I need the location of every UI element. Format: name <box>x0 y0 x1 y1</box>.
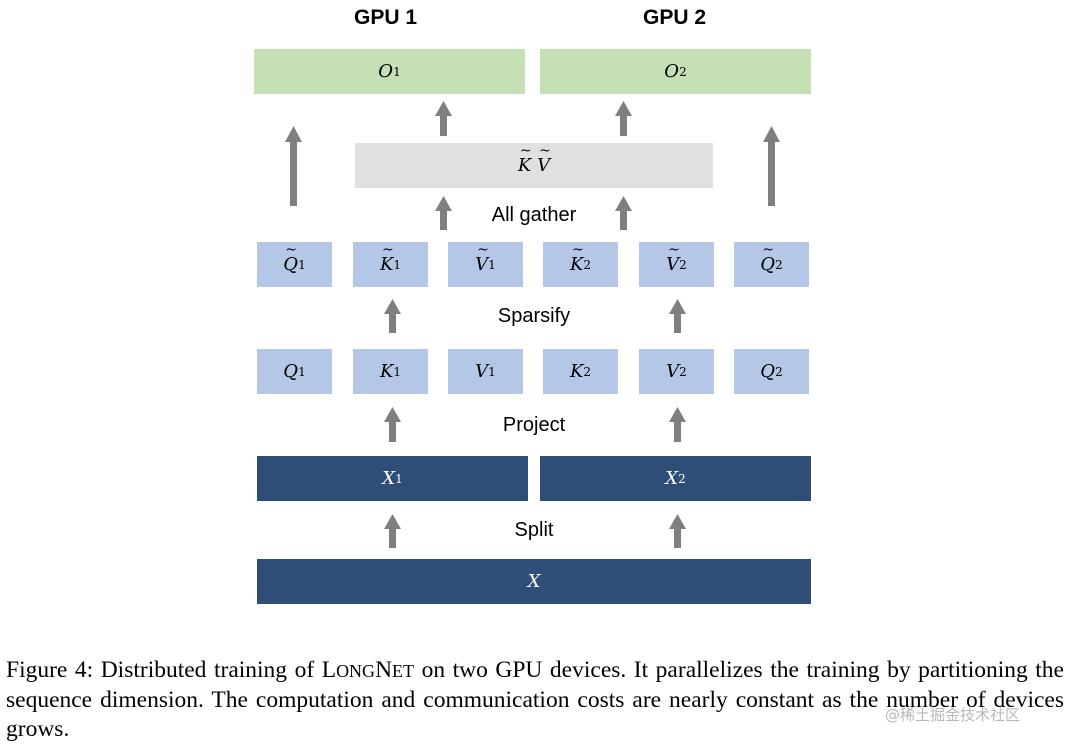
proj-k2-var: K <box>569 361 584 382</box>
gpu1-title: GPU 1 <box>354 6 418 29</box>
split-label: Split <box>514 519 554 541</box>
sparse-v2-var: V <box>666 242 680 275</box>
arrow-gather-to-o2 <box>615 101 632 136</box>
sparse-q1-var: Q <box>283 242 298 275</box>
proj-k1-var: K <box>379 361 394 382</box>
gathered-k: K <box>518 143 532 176</box>
proj-k1-sub: 1 <box>393 364 402 379</box>
split-x2-sub: 2 <box>678 471 686 486</box>
all-gather-label: All gather <box>491 204 577 226</box>
proj-v1-var: V <box>475 361 489 382</box>
proj-v2-var: V <box>666 361 680 382</box>
arrow-all-gather-right <box>615 196 632 230</box>
sparse-k1-box: K1 <box>353 242 428 287</box>
project-label: Project <box>502 414 566 436</box>
arrow-sparsify-left <box>384 299 401 333</box>
proj-q1-var: Q <box>283 361 299 382</box>
caption-model-name: LONGNET <box>321 657 415 683</box>
gathered-v: V <box>537 143 551 176</box>
proj-v1-sub: 1 <box>488 364 496 379</box>
proj-k2-sub: 2 <box>583 364 592 379</box>
proj-v2-sub: 2 <box>679 364 687 379</box>
proj-q2-var: Q <box>760 361 776 382</box>
sparse-v2-box: V2 <box>639 242 714 287</box>
gpu2-title: GPU 2 <box>643 6 707 29</box>
arrow-q2-to-o2 <box>763 126 780 206</box>
split-x1-sub: 1 <box>395 471 403 486</box>
sparse-v2-sub: 2 <box>679 257 687 272</box>
sparse-v1-sub: 1 <box>488 257 496 272</box>
sparse-k2-sub: 2 <box>583 257 592 272</box>
sparse-v1-var: V <box>475 242 489 275</box>
sparsify-label: Sparsify <box>497 305 571 327</box>
output-o1-sub: 1 <box>393 64 401 79</box>
split-x2-var: X <box>665 468 679 489</box>
input-x-var: X <box>527 571 541 592</box>
arrow-project-left <box>384 407 401 442</box>
input-x-box: X <box>257 559 811 604</box>
sparse-q2-box: Q2 <box>734 242 809 287</box>
gathered-kv-box: K V <box>355 143 713 188</box>
sparse-q1-box: Q1 <box>257 242 332 287</box>
arrow-split-left <box>384 514 401 548</box>
sparse-q1-sub: 1 <box>298 257 306 272</box>
split-x1-var: X <box>382 468 396 489</box>
arrow-q1-to-o1 <box>285 126 302 206</box>
caption-suffix: on two GPU devices. It parallelizes the … <box>6 657 1064 742</box>
sparse-k1-sub: 1 <box>393 257 402 272</box>
output-o2-var: O <box>664 61 680 82</box>
sparse-k2-box: K2 <box>543 242 618 287</box>
output-o1-var: O <box>378 61 394 82</box>
caption-prefix: Figure 4: Distributed training of <box>6 657 322 683</box>
sparse-v1-box: V1 <box>448 242 523 287</box>
proj-q1-sub: 1 <box>298 364 306 379</box>
arrow-split-right <box>669 514 686 548</box>
watermark: @稀土掘金技术社区 <box>885 706 1021 724</box>
arrow-all-gather-left <box>435 196 452 230</box>
arrow-project-right <box>669 407 686 442</box>
output-o2-sub: 2 <box>679 64 687 79</box>
sparse-k2-var: K <box>570 242 584 275</box>
figure-caption: Figure 4: Distributed training of LONGNE… <box>6 656 1064 744</box>
arrow-gather-to-o1 <box>435 101 452 136</box>
sparse-q2-sub: 2 <box>775 257 783 272</box>
sparse-k1-var: K <box>380 242 394 275</box>
sparse-q2-var: Q <box>760 242 775 275</box>
arrow-sparsify-right <box>669 299 686 333</box>
proj-q2-sub: 2 <box>775 364 783 379</box>
